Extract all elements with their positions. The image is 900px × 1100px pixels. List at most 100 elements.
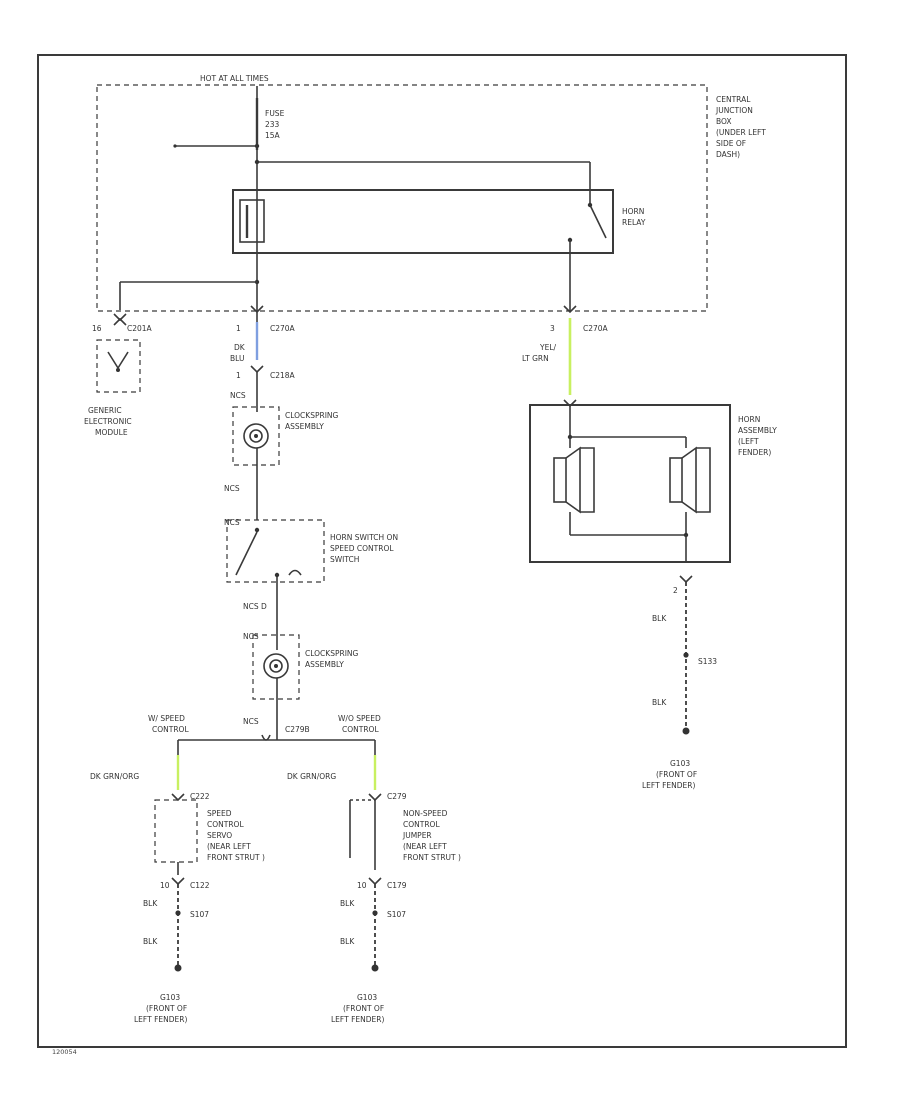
non-speed-label-5: FRONT STRUT ) — [403, 853, 461, 862]
ground-horn — [682, 727, 690, 735]
g103-right-label-2: (FRONT OF — [343, 1004, 384, 1013]
g103-left-label-1: G103 — [160, 993, 180, 1002]
s133-splice: S133 — [698, 657, 717, 666]
horn-assembly-box — [529, 404, 731, 563]
fuse-number: 233 — [265, 120, 280, 129]
central-junction-box — [96, 84, 708, 312]
dk-blu-label-1: DK — [234, 343, 246, 352]
c279-connector: C279 — [387, 792, 407, 801]
dk-blu-label-2: BLU — [230, 354, 244, 363]
ground-right — [371, 964, 379, 972]
splice-dot — [254, 159, 260, 165]
wo-speed-label-1: W/O SPEED — [338, 714, 381, 723]
fuse-amperage: 15A — [265, 131, 281, 140]
dk-grn-org-left-label: DK GRN/ORG — [90, 772, 139, 781]
w-speed-label-2: CONTROL — [152, 725, 189, 734]
ncs-d-label: NCS D — [243, 602, 267, 611]
speed-servo-label-4: (NEAR LEFT — [207, 842, 251, 851]
non-speed-label-3: JUMPER — [402, 831, 432, 840]
c218a-pin: 1 — [236, 371, 241, 380]
left-blk-label-1: BLK — [143, 899, 158, 908]
g103-horn-label-3: LEFT FENDER) — [642, 781, 695, 790]
horn-switch-label-3: SWITCH — [330, 555, 359, 564]
g103-horn-label-1: G103 — [670, 759, 690, 768]
clockspring-1-label-2: ASSEMBLY — [285, 422, 324, 431]
horn-assembly-label-3: (LEFT — [738, 437, 759, 446]
horn-switch-box — [226, 519, 325, 583]
g103-right-label-3: LEFT FENDER) — [331, 1015, 384, 1024]
bus-end-dot — [173, 144, 177, 148]
g103-right-label-1: G103 — [357, 993, 377, 1002]
c279b-connector: C279B — [285, 725, 310, 734]
yel-ltgrn-label-2: LT GRN — [522, 354, 549, 363]
c270a-left-pin: 1 — [236, 324, 241, 333]
right-blk-label-2: BLK — [340, 937, 355, 946]
clockspring-2-label-2: ASSEMBLY — [305, 660, 344, 669]
gem-connector: C201A — [127, 324, 153, 333]
gem-label-1: GENERIC — [88, 406, 122, 415]
gem-pin: 16 — [92, 324, 102, 333]
w-speed-label-1: W/ SPEED — [148, 714, 185, 723]
splice-dot — [254, 143, 260, 149]
right-pin-10: 10 — [357, 881, 367, 890]
non-speed-label-1: NON-SPEED — [403, 809, 448, 818]
right-pin-2: 2 — [673, 586, 678, 595]
right-ground-blk-1: BLK — [652, 614, 667, 623]
horn-speaker-right — [669, 446, 711, 514]
clockspring-1-box — [232, 406, 280, 466]
speed-servo-label-3: SERVO — [207, 831, 232, 840]
clockspring-2-label-1: CLOCKSPRING — [305, 649, 359, 658]
ncs-label-2: NCS — [224, 484, 240, 493]
horn-switch-label-1: HORN SWITCH ON — [330, 533, 398, 542]
left-blk-label-2: BLK — [143, 937, 158, 946]
s107-right: S107 — [387, 910, 406, 919]
dk-grn-org-right-label: DK GRN/ORG — [287, 772, 336, 781]
c270a-right-connector: C270A — [583, 324, 609, 333]
c218a-connector: C218A — [270, 371, 296, 380]
non-speed-label-4: (NEAR LEFT — [403, 842, 447, 851]
horn-switch-label-2: SPEED CONTROL — [330, 544, 394, 553]
horn-switch-contact — [235, 531, 258, 576]
relay-contact — [589, 204, 607, 239]
horn-relay-label-2: RELAY — [622, 218, 646, 227]
speed-servo-label-5: FRONT STRUT ) — [207, 853, 265, 862]
wo-speed-label-2: CONTROL — [342, 725, 379, 734]
cjb-label-1: CENTRAL — [716, 95, 751, 104]
horn-assembly-label-4: FENDER) — [738, 448, 771, 457]
c270a-left-connector: C270A — [270, 324, 296, 333]
yel-ltgrn-label-1: YEL/ — [539, 343, 556, 352]
right-ground-blk-2: BLK — [652, 698, 667, 707]
diagram-frame — [37, 54, 847, 1048]
left-pin-10: 10 — [160, 881, 170, 890]
fuse-label: FUSE — [265, 109, 285, 118]
horn-relay-label-1: HORN — [622, 207, 644, 216]
ground-left — [174, 964, 182, 972]
ncs-label-4: NCS — [243, 632, 259, 641]
horn-relay-box — [232, 189, 614, 254]
horn-assembly-label-1: HORN — [738, 415, 760, 424]
relay-coil — [239, 199, 265, 243]
c122-connector: C122 — [190, 881, 210, 890]
cjb-label-3: BOX — [716, 117, 732, 126]
ncs-label-1: NCS — [230, 391, 246, 400]
hot-at-all-times-label: HOT AT ALL TIMES — [200, 74, 269, 83]
non-speed-label-2: CONTROL — [403, 820, 440, 829]
cjb-label-4: (UNDER LEFT — [716, 128, 766, 137]
horn-assembly-label-2: ASSEMBLY — [738, 426, 777, 435]
ncs-label-5: NCS — [243, 717, 259, 726]
generic-electronic-module-box — [96, 339, 141, 393]
right-blk-label-1: BLK — [340, 899, 355, 908]
c270a-right-pin: 3 — [550, 324, 555, 333]
speed-servo-label-2: CONTROL — [207, 820, 244, 829]
cjb-label-6: DASH) — [716, 150, 740, 159]
s107-left: S107 — [190, 910, 209, 919]
ncs-label-3: NCS — [224, 518, 240, 527]
gem-label-3: MODULE — [95, 428, 128, 437]
clockspring-2-box — [252, 634, 300, 700]
cjb-label-2: JUNCTION — [715, 106, 753, 115]
horn-speaker-left — [553, 446, 595, 514]
speed-servo-label-1: SPEED — [207, 809, 232, 818]
cjb-label-5: SIDE OF — [716, 139, 746, 148]
c222-connector: C222 — [190, 792, 210, 801]
